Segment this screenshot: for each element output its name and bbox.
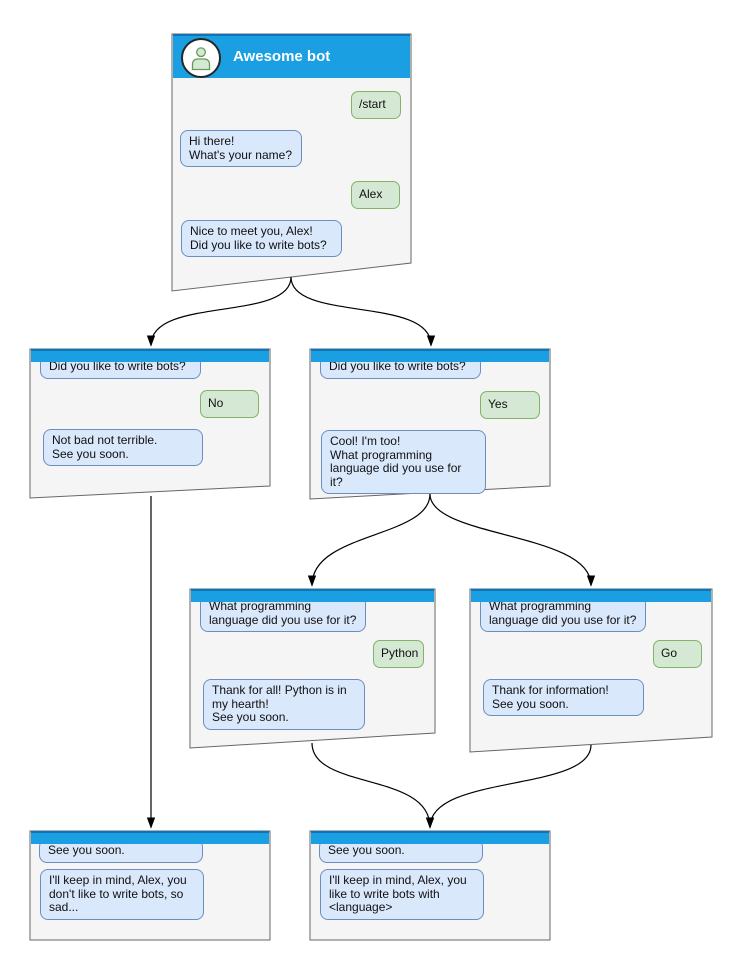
branch-python-answer: Python: [373, 640, 424, 668]
branch-python-reply: Thank for all! Python is in my hearth! S…: [203, 679, 365, 730]
branch-no-answer: No: [200, 390, 259, 418]
branch-no-reply: Not bad not terrible. See you soon.: [43, 429, 203, 466]
arrow-yes-to-python: [307, 493, 431, 587]
end-no-reply: I'll keep in mind, Alex, you don't like …: [40, 869, 204, 920]
branch-yes-answer: Yes: [480, 391, 540, 419]
main-window-titlebar: Awesome bot: [173, 34, 410, 78]
arrow-main-to-yes: [290, 276, 436, 347]
branch-yes-titlebar: [311, 349, 549, 362]
arrow-main-to-no: [146, 276, 292, 347]
arrow-yes-to-go: [429, 493, 596, 587]
end-yes-titlebar: [311, 831, 549, 844]
branch-python-titlebar: [191, 589, 434, 602]
user-message-name: Alex: [351, 181, 400, 209]
end-no-question: See you soon.: [39, 839, 203, 863]
branch-go-titlebar: [471, 589, 711, 602]
avatar: [181, 38, 221, 78]
flow-arrows: [146, 276, 596, 829]
bot-message-ask-bots: Nice to meet you, Alex! Did you like to …: [181, 220, 342, 257]
branch-go-answer: Go: [653, 640, 702, 668]
main-window-title: Awesome bot: [233, 48, 331, 65]
arrow-go-to-end-yes: [425, 744, 592, 829]
user-message-start: /start: [351, 91, 401, 119]
end-yes-reply: I'll keep in mind, Alex, you like to wri…: [320, 869, 484, 920]
bot-avatar-icon: [191, 47, 211, 71]
bot-message-ask-name: Hi there! What's your name?: [180, 130, 302, 167]
branch-yes-reply: Cool! I'm too! What programming language…: [321, 430, 486, 494]
end-no-titlebar: [31, 831, 269, 844]
arrow-python-to-end-yes: [311, 742, 435, 829]
branch-no-titlebar: [31, 349, 269, 362]
branch-go-reply: Thank for information! See you soon.: [483, 679, 644, 716]
